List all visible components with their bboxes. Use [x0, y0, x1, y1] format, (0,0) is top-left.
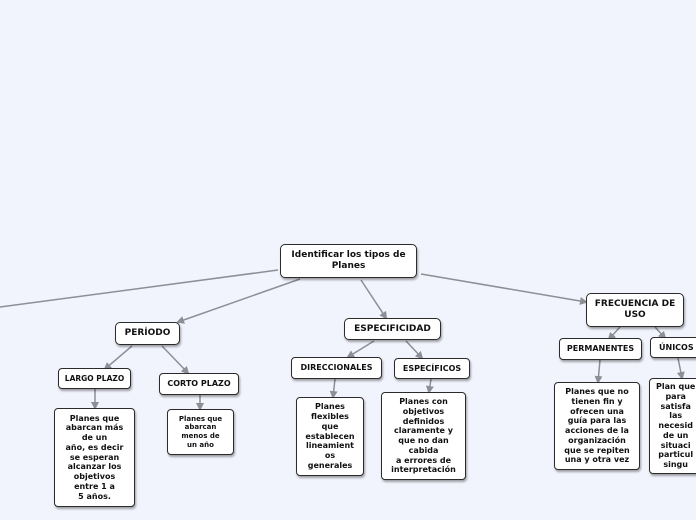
branch-especificidad-label: ESPECIFICIDAD: [354, 323, 431, 334]
link-frecuencia-unicos: [654, 326, 667, 340]
branch-periodo[interactable]: PERÍODO: [115, 322, 180, 345]
subtopic-unicos[interactable]: ÚNICOS: [650, 337, 696, 358]
root-topic-label: Identificar los tipos de Planes: [291, 250, 406, 271]
link-especificidad-direccionales: [346, 340, 375, 359]
subtopic-permanentes-label: PERMANENTES: [566, 344, 635, 354]
detail-largo-plazo-text: Planes que abarcan más de un año, es dec…: [65, 413, 124, 501]
link-especificidad-especificos: [405, 340, 424, 360]
detail-unicos-text: Plan que para satisfa las necesid de un …: [656, 382, 696, 470]
link-root-frecuencia: [420, 273, 588, 305]
subtopic-permanentes[interactable]: PERMANENTES: [559, 338, 642, 360]
link-root-especificidad: [360, 279, 388, 320]
detail-corto-plazo[interactable]: Planes que abarcan menos de un año: [167, 409, 234, 455]
link-root-periodo: [176, 278, 301, 324]
detail-especificos[interactable]: Planes con objetivos definidos clarament…: [381, 392, 466, 480]
subtopic-direccionales[interactable]: DIRECCIONALES: [291, 357, 382, 379]
link-unicos-detail: [676, 357, 685, 380]
detail-permanentes[interactable]: Planes que no tienen fin y ofrecen una g…: [554, 382, 640, 470]
detail-direccionales[interactable]: Planes flexibles que establecen lineamie…: [296, 397, 364, 476]
detail-permanentes-text: Planes que no tienen fin y ofrecen una g…: [564, 387, 630, 465]
link-periodo-largo: [103, 345, 133, 371]
subtopic-especificos[interactable]: ESPECÍFICOS: [394, 358, 470, 379]
link-periodo-corto: [161, 345, 190, 375]
subtopic-corto-plazo[interactable]: CORTO PLAZO: [159, 373, 239, 395]
detail-direccionales-text: Planes flexibles que establecen lineamie…: [305, 402, 355, 470]
detail-especificos-text: Planes con objetivos definidos clarament…: [391, 397, 456, 475]
root-topic[interactable]: Identificar los tipos de Planes: [280, 244, 417, 278]
subtopic-unicos-label: ÚNICOS: [659, 342, 694, 352]
subtopic-largo-plazo-label: LARGO PLAZO: [64, 373, 125, 383]
detail-largo-plazo[interactable]: Planes que abarcan más de un año, es dec…: [54, 408, 135, 507]
link-direccionales-detail: [329, 378, 338, 399]
subtopic-especificos-label: ESPECÍFICOS: [402, 363, 462, 373]
detail-unicos[interactable]: Plan que para satisfa las necesid de un …: [649, 378, 696, 474]
link-especificos-detail: [425, 378, 434, 394]
link-root-offscreen: [0, 269, 279, 308]
detail-corto-plazo-text: Planes que abarcan menos de un año: [178, 414, 223, 449]
subtopic-direccionales-label: DIRECCIONALES: [300, 363, 373, 373]
branch-periodo-label: PERÍODO: [124, 328, 171, 339]
branch-frecuencia-label: FRECUENCIA DE USO: [594, 299, 676, 320]
link-permanentes-detail: [594, 359, 603, 384]
subtopic-largo-plazo[interactable]: LARGO PLAZO: [58, 368, 131, 389]
subtopic-corto-plazo-label: CORTO PLAZO: [167, 379, 231, 389]
branch-frecuencia-de-uso[interactable]: FRECUENCIA DE USO: [586, 293, 684, 327]
branch-especificidad[interactable]: ESPECIFICIDAD: [344, 318, 441, 340]
link-frecuencia-permanentes: [607, 326, 621, 341]
